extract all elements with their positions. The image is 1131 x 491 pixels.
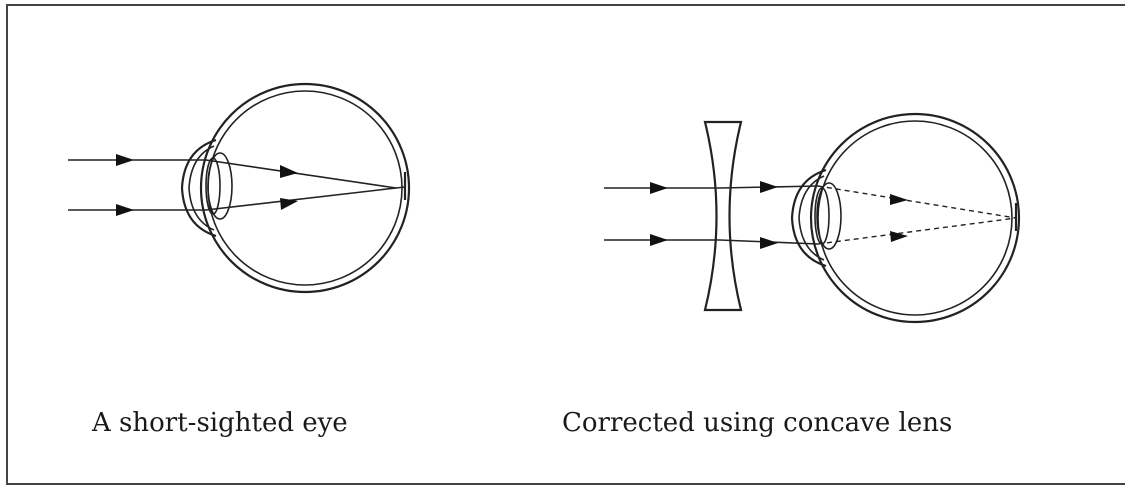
corrected-eye-figure (604, 112, 1021, 324)
caption-short-sighted-eye: A short-sighted eye (92, 408, 348, 438)
right-eyeball-icon (790, 112, 1021, 324)
ray-arrow (280, 198, 298, 210)
left-eyeball-icon (180, 82, 411, 294)
ray-arrow (280, 165, 298, 178)
ray-arrow (116, 154, 134, 166)
ray-arrow (650, 182, 668, 194)
ray-arrow (890, 194, 908, 205)
ray-arrow (650, 234, 668, 246)
caption-corrected-concave-lens: Corrected using concave lens (562, 408, 953, 438)
diagram-frame (6, 4, 1125, 485)
concave-lens-icon (703, 120, 743, 312)
ray-arrow (760, 237, 778, 249)
ray-arrow (760, 181, 778, 193)
ray-arrow (890, 231, 908, 242)
left-light-rays (68, 154, 406, 216)
right-light-rays (604, 181, 1017, 249)
short-sighted-eye-figure (68, 82, 411, 294)
ray-arrow (116, 204, 134, 216)
